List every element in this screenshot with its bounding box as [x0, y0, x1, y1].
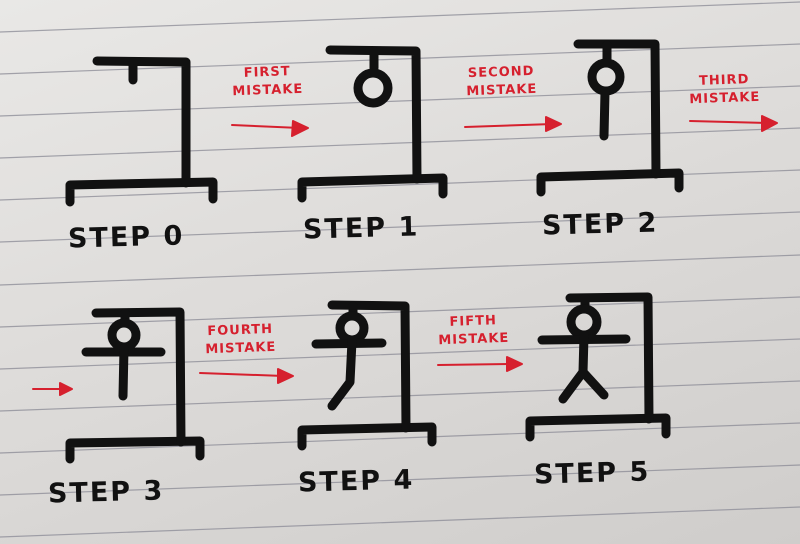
step-label-5: STEP 5 — [533, 456, 651, 491]
step-label-1: STEP 1 — [302, 211, 420, 246]
gallows-step-2 — [536, 39, 684, 197]
gallows-step-0 — [65, 56, 218, 207]
arrow-2-icon — [464, 116, 562, 132]
mistake-label-2: SECOND MISTAKE — [466, 63, 538, 100]
mistake-label-1: FIRST MISTAKE — [232, 64, 304, 100]
gallows-step-1 — [297, 45, 448, 203]
arrow-4-icon — [199, 368, 294, 384]
gallows-step-5 — [525, 292, 671, 442]
mistake-label-4: FOURTH MISTAKE — [205, 321, 277, 358]
arrow-1-icon — [231, 120, 309, 137]
step-label-4: STEP 4 — [297, 464, 415, 499]
arrow-incoming-icon — [32, 382, 73, 396]
step-label-3: STEP 3 — [47, 475, 165, 510]
step-label-0: STEP 0 — [67, 220, 185, 255]
mistake-label-5: FIFTH MISTAKE — [438, 313, 510, 349]
arrow-3-icon — [689, 115, 778, 132]
arrow-5-icon — [437, 356, 523, 372]
gallows-step-3 — [65, 307, 205, 464]
step-label-2: STEP 2 — [541, 207, 659, 242]
mistake-label-3: THIRD MISTAKE — [689, 72, 761, 108]
gallows-step-4 — [297, 300, 437, 451]
